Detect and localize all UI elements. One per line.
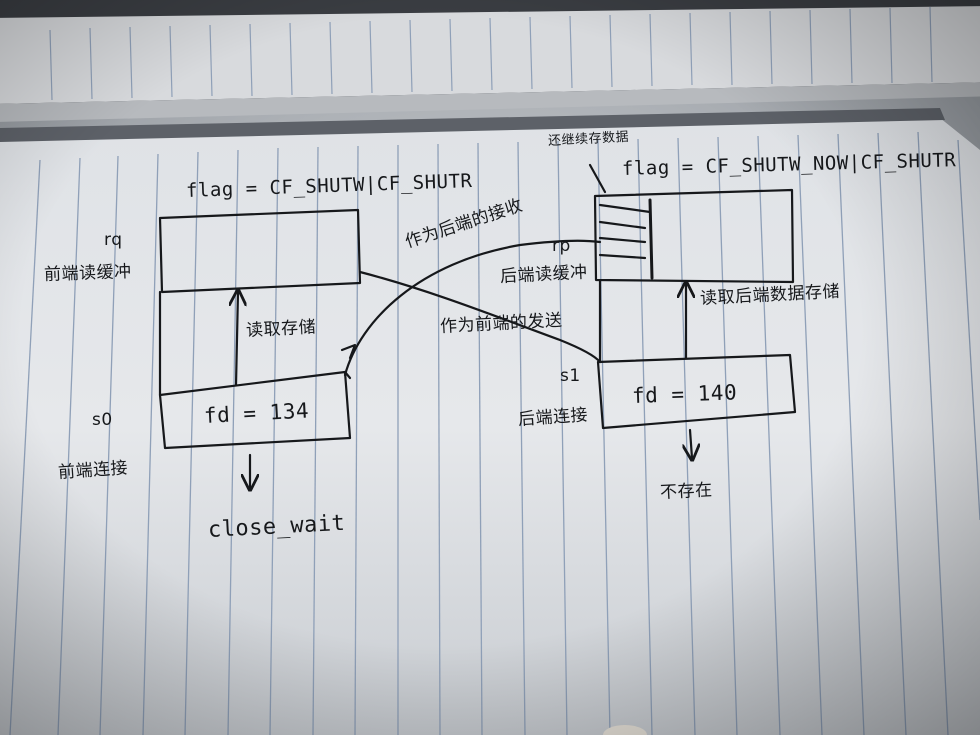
label-s1: s1: [560, 366, 581, 386]
label-read-store: 读取存储: [245, 317, 317, 341]
ink-sketch: [158, 163, 797, 488]
s0-connection-box: [158, 370, 352, 450]
label-rq-cn: 前端读缓冲: [43, 261, 132, 285]
rp-buffer-box: [593, 188, 795, 284]
rq-buffer-box: [158, 208, 362, 294]
label-rp-cn: 后端读缓冲: [499, 262, 589, 287]
back-notebook-page: [0, 0, 980, 122]
s1-connection-box: [596, 353, 797, 430]
paper-sheet: [0, 118, 980, 735]
label-rp: rp: [552, 236, 571, 256]
fd-s1: fd = 140: [631, 380, 738, 408]
label-s0-cn: 前端连接: [57, 458, 129, 483]
label-s0: s0: [92, 410, 113, 430]
ruled-lines: [9, 131, 980, 735]
label-s1-cn: 后端连接: [517, 405, 589, 430]
not-exist-label: 不存在: [659, 480, 714, 503]
label-rq: rq: [104, 230, 123, 250]
